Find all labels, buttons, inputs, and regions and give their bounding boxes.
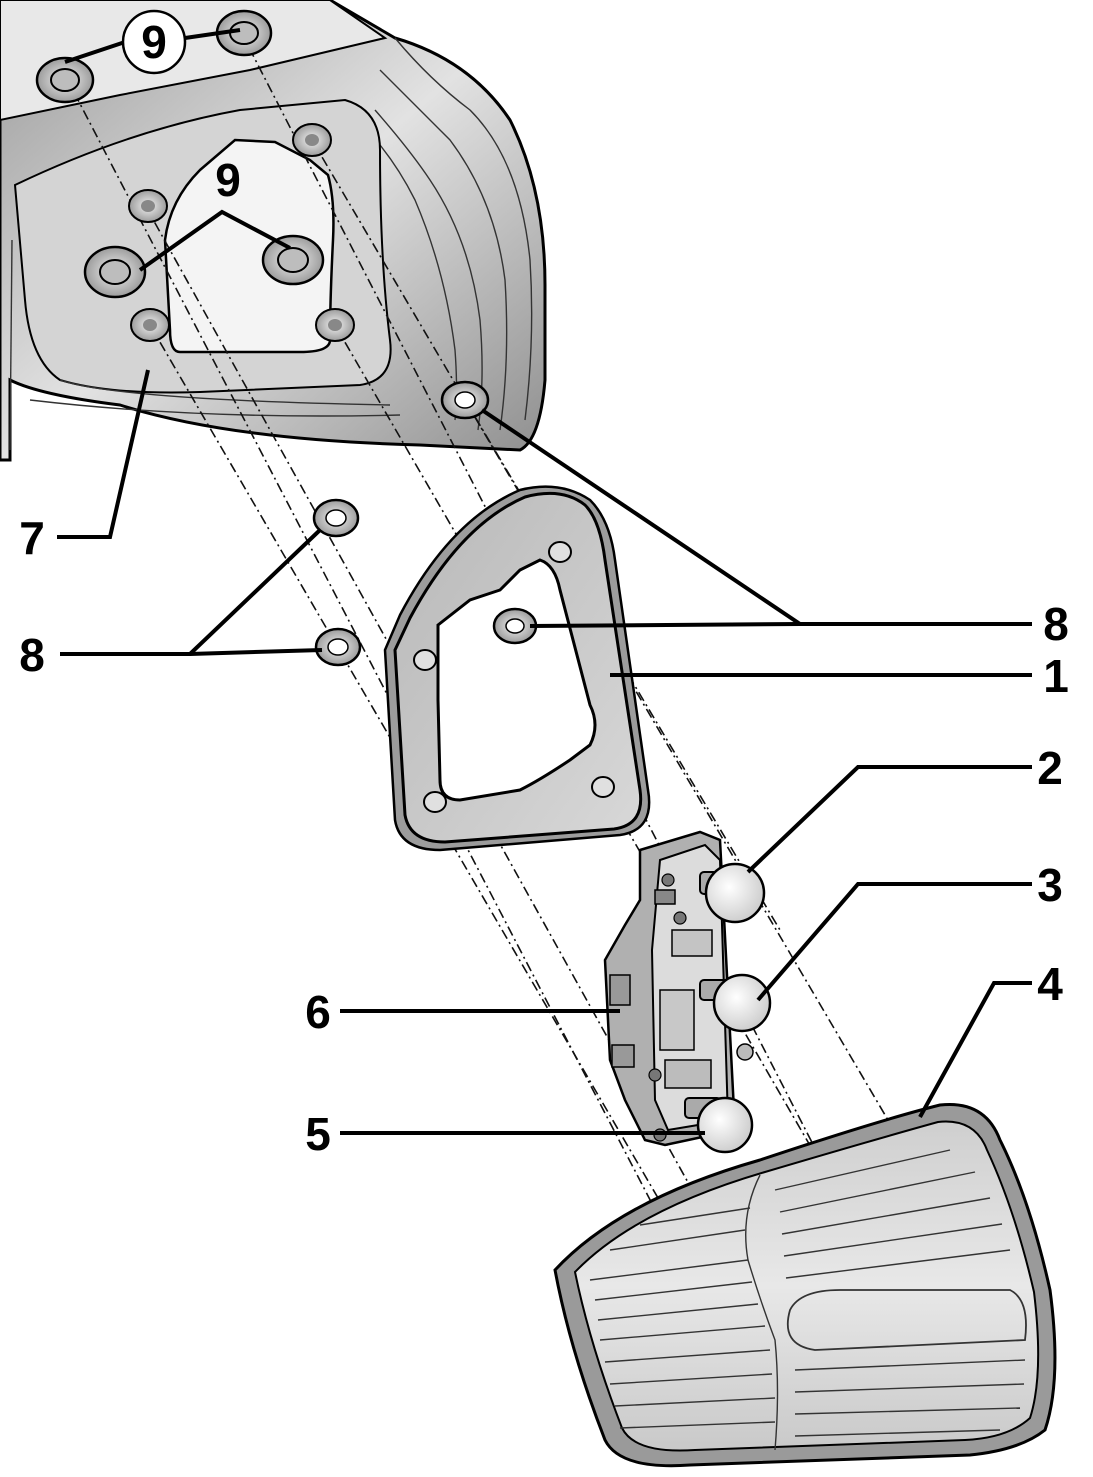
nut-mid-right <box>261 234 325 286</box>
callout-8-right: 8 <box>1043 598 1069 650</box>
callout-5: 5 <box>305 1108 331 1160</box>
callout-8-left: 8 <box>19 629 45 681</box>
bulb-upper <box>699 862 766 924</box>
vehicle-body-panel <box>0 0 547 462</box>
callout-7: 7 <box>19 512 45 564</box>
callout-9-top: 9 <box>121 9 187 75</box>
tail-light-lens <box>553 1102 1057 1468</box>
callout-4: 4 <box>1037 958 1063 1010</box>
nut-top-left <box>35 56 95 104</box>
callout-2: 2 <box>1037 742 1063 794</box>
callout-9-top-text: 9 <box>141 16 167 68</box>
callout-1: 1 <box>1043 650 1069 702</box>
callout-6: 6 <box>305 986 331 1038</box>
leader-lines <box>57 28 1032 1135</box>
gasket <box>383 485 651 852</box>
grommet-loose-lower <box>314 627 362 667</box>
callout-9-mid: 9 <box>215 154 241 206</box>
callout-3: 3 <box>1037 859 1063 911</box>
grommet-on-gasket <box>492 607 538 645</box>
bulb-holder <box>603 830 754 1147</box>
body-mounting-holes <box>128 123 355 342</box>
bulb-lower <box>684 1096 754 1154</box>
grommet-body-edge <box>440 380 490 420</box>
nut-top-right <box>215 9 273 57</box>
nut-mid-left <box>83 245 147 299</box>
grommet-loose-upper <box>312 498 360 538</box>
bulb-middle <box>699 973 772 1033</box>
